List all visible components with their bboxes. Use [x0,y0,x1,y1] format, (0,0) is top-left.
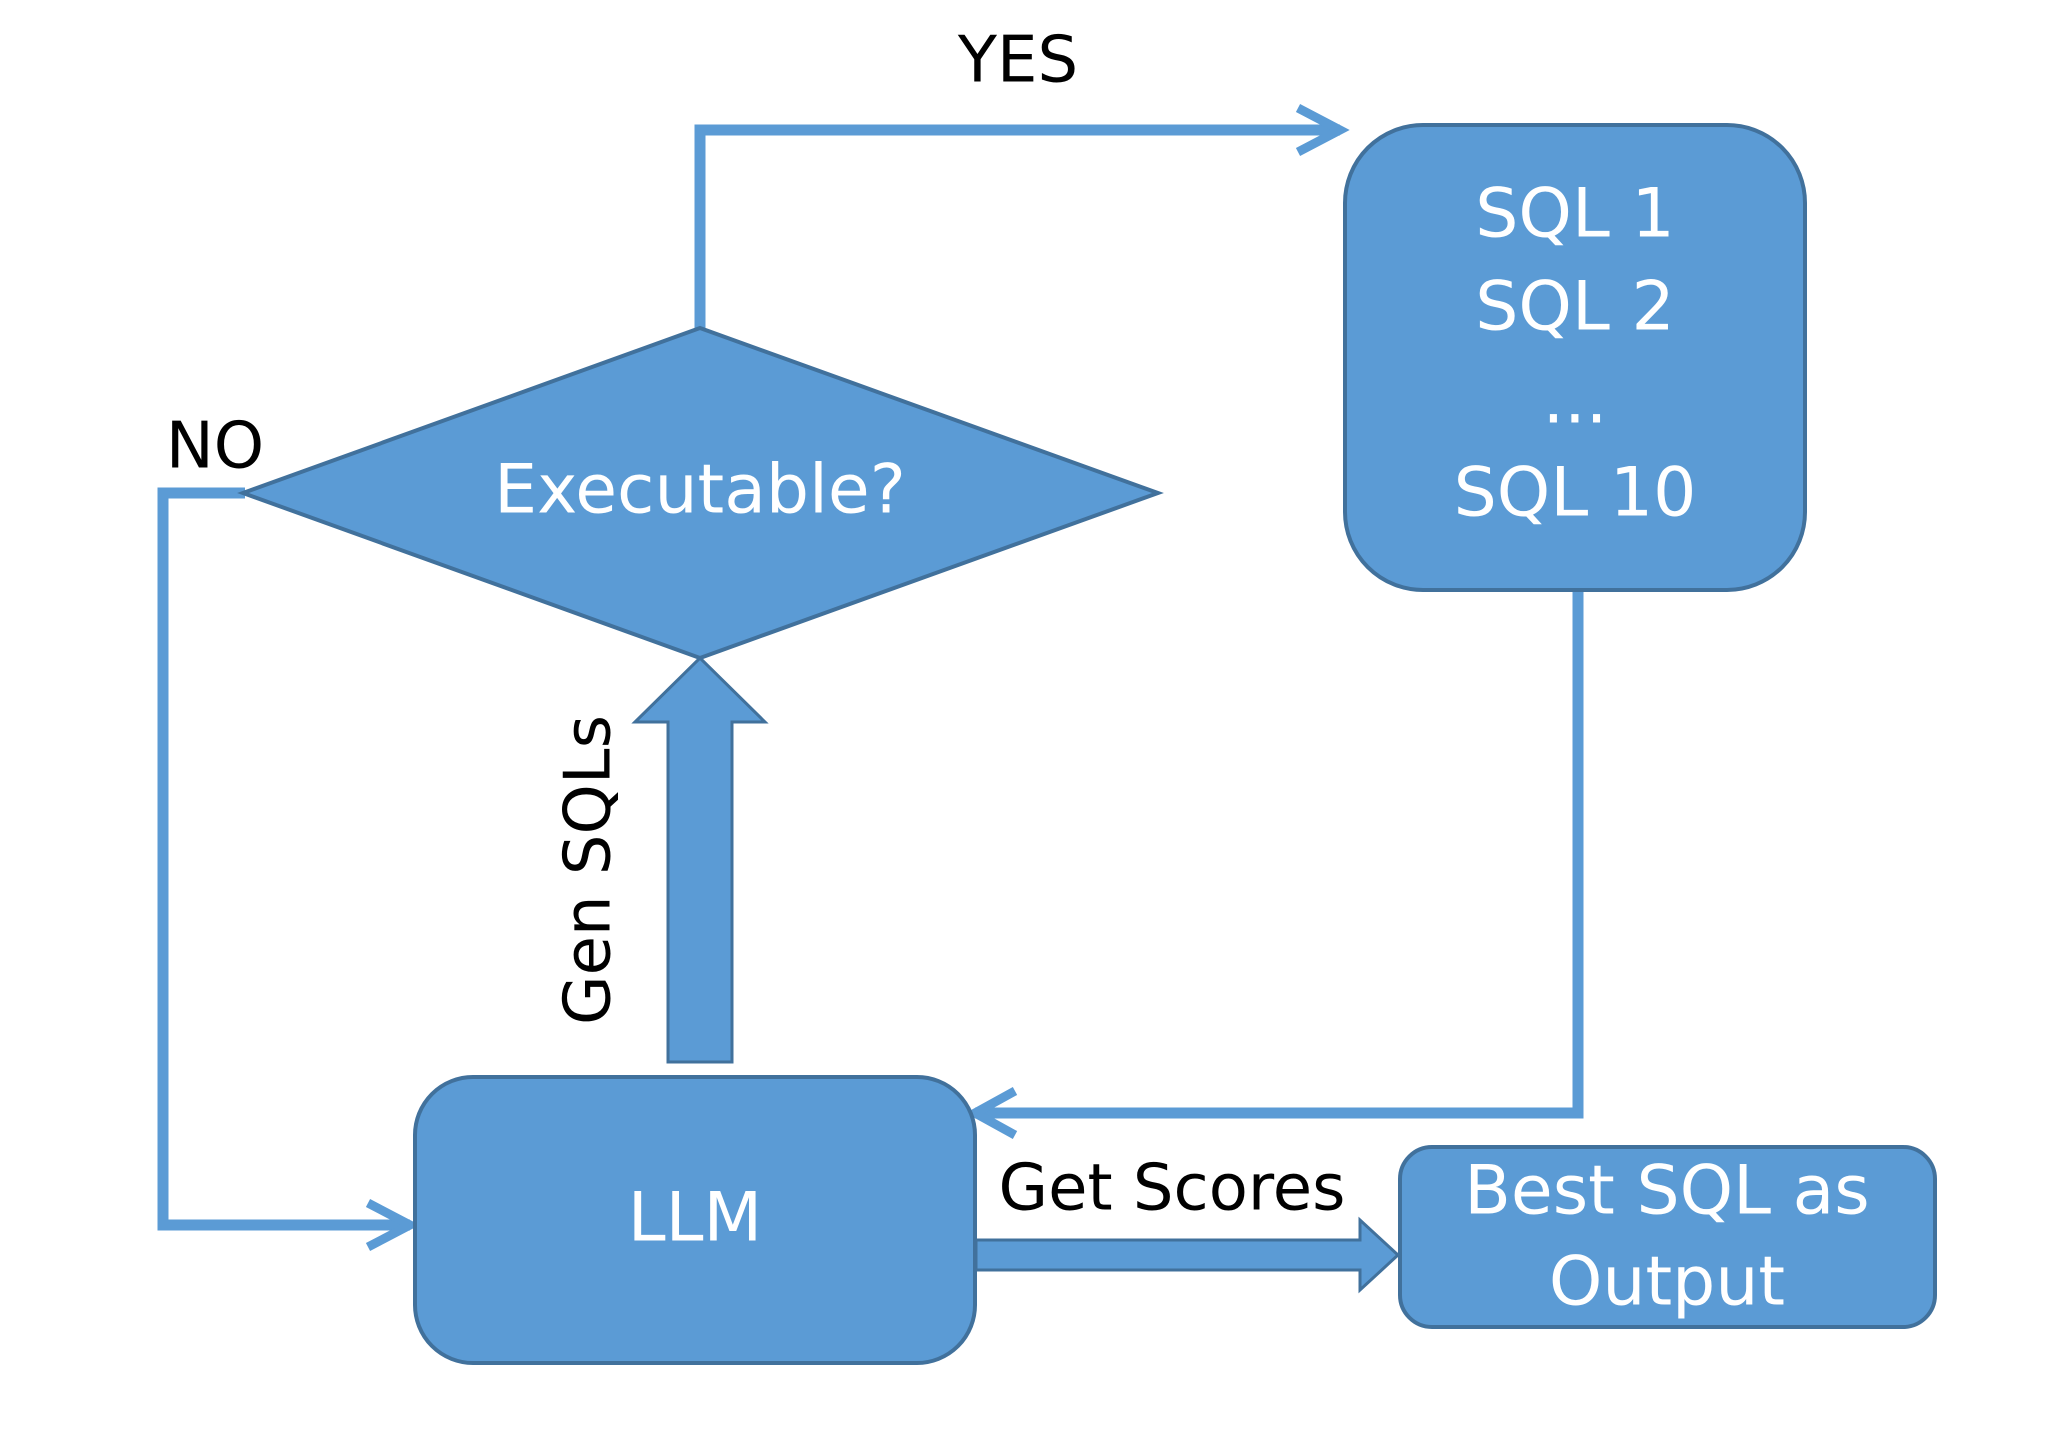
output-line-2: Output [1549,1243,1785,1322]
edge-gen: Gen SQLs [552,655,769,1064]
edge-feedback-line [975,592,1584,1119]
edge-yes-label: YES [957,24,1078,98]
edge-yes-line [694,124,1340,330]
node-output: Best SQL as Output [1398,1145,1937,1329]
edge-scores-label: Get Scores [999,1152,1346,1226]
edge-gen-arrow [631,655,769,1064]
edge-no-line [157,487,410,1231]
llm-box [413,1075,977,1365]
decision-label: Executable? [494,451,906,530]
sql-list-line-4: SQL 10 [1454,454,1697,533]
edge-no-label: NO [166,410,264,484]
node-llm: LLM [413,1075,977,1365]
edge-feedback-arrowhead [965,1087,1018,1139]
node-sql-list: SQL 1 SQL 2 ... SQL 10 [1343,123,1807,592]
llm-label: LLM [628,1179,762,1258]
decision-diamond [237,325,1164,661]
node-decision: Executable? [237,325,1164,661]
sql-list-line-1: SQL 1 [1475,175,1674,254]
output-box [1398,1145,1937,1329]
edge-yes: YES [694,24,1350,330]
edge-no-arrowhead [365,1199,420,1251]
sql-list-line-3: ... [1543,361,1608,440]
sql-list-line-2: SQL 2 [1475,268,1674,347]
edge-scores: Get Scores [974,1152,1401,1294]
sql-list-box [1343,123,1807,592]
edge-feedback [965,592,1584,1139]
edge-yes-arrowhead [1295,104,1350,156]
edge-scores-arrow [974,1216,1401,1294]
edge-gen-label: Gen SQLs [552,715,626,1025]
edge-no: NO [157,410,420,1251]
output-line-1: Best SQL as [1464,1152,1869,1231]
